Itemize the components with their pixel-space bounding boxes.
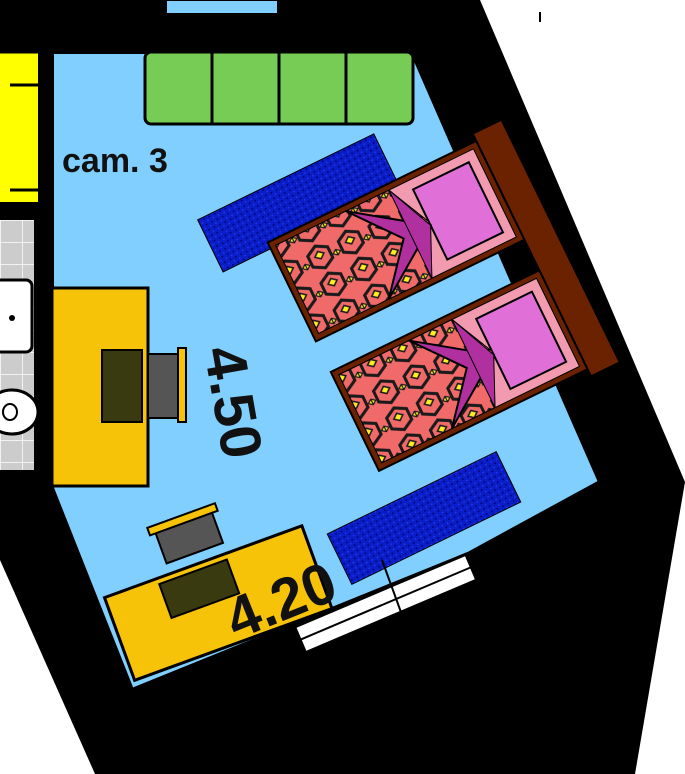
desk-icon [102,523,334,683]
bed-icon [329,268,589,473]
rug-icon [326,450,522,586]
adjacent-room [0,52,38,202]
beds [266,118,622,473]
chair-icon [147,347,187,423]
bed-icon [266,139,526,343]
chair-icon [145,501,225,565]
sink-icon [0,278,34,354]
monitor-icon [157,558,241,620]
monitor-icon [101,349,143,423]
toilet-icon [0,388,40,436]
desk-icon [50,286,150,488]
window-icon [292,552,479,655]
window-axis [381,559,415,649]
room-label: cam. 3 [62,142,168,180]
sofa-icon [143,50,415,126]
window-icon [165,0,279,15]
bed-headboard [471,118,622,378]
